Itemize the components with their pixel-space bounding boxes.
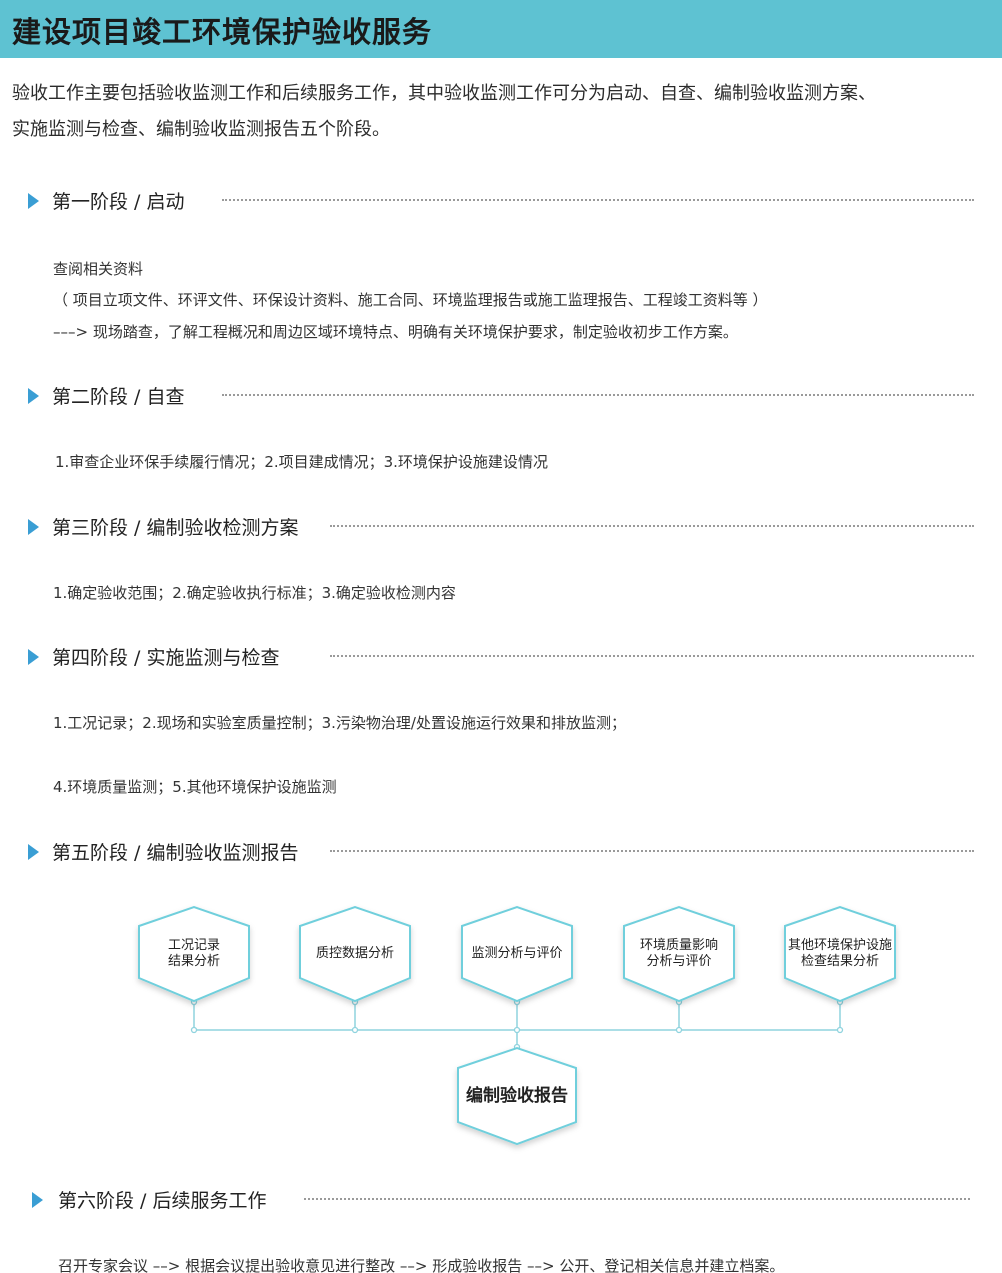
node-2-label: 质控数据分析 (315, 946, 394, 961)
stage-2-line-1: 1.审查企业环保手续履行情况；2.项目建成情况；3.环境保护设施建设情况 (55, 453, 548, 471)
stage-6-heading: 第六阶段 / 后续服务工作 (32, 1185, 970, 1215)
stage-1-line-1: 查阅相关资料 (53, 260, 144, 278)
dotted-divider (330, 525, 974, 527)
dotted-divider (330, 850, 974, 852)
node-4-label: 环境质量影响分析与评价 (639, 938, 718, 969)
stage-title: 第一阶段 / 启动 (52, 191, 185, 213)
stage-title: 第三阶段 / 编制验收检测方案 (52, 517, 299, 539)
stage-1-line-2: （ 项目立项文件、环评文件、环保设计资料、施工合同、环境监理报告或施工监理报告、… (53, 291, 768, 309)
dotted-divider (304, 1198, 970, 1200)
stage-title: 第五阶段 / 编制验收监测报告 (52, 842, 299, 864)
hexagon-node-1 (138, 905, 250, 1003)
intro-line-2: 实施监测与检查、编制验收监测报告五个阶段。 (12, 119, 390, 140)
stage-3-heading: 第三阶段 / 编制验收检测方案 (28, 512, 974, 542)
stage-4-line-1: 1.工况记录；2.现场和实验室质量控制；3.污染物治理/处置设施运行效果和排放监… (53, 714, 626, 732)
dotted-divider (222, 199, 974, 201)
triangle-arrow-icon (28, 519, 39, 535)
intro-paragraph: 验收工作主要包括验收监测工作和后续服务工作，其中验收监测工作可分为启动、自查、编… (12, 76, 1002, 148)
header-banner: 建设项目竣工环境保护验收服务 (0, 0, 1002, 58)
triangle-arrow-icon (28, 844, 39, 860)
triangle-arrow-icon (28, 388, 39, 404)
hexagon-node-3 (461, 905, 573, 1003)
node-5-label: 其他环境保护设施检查结果分析 (787, 938, 892, 969)
dotted-divider (330, 655, 974, 657)
stage-4-heading: 第四阶段 / 实施监测与检查 (28, 642, 974, 672)
final-node-label: 编制验收报告 (466, 1086, 568, 1106)
node-1-label: 工况记录结果分析 (167, 938, 220, 969)
hexagon-final-node (457, 1046, 577, 1146)
stage-2-heading: 第二阶段 / 自查 (28, 381, 974, 411)
flow-diagram-graphic (138, 905, 896, 1146)
stage-4-line-2: 4.环境质量监测；5.其他环境保护设施监测 (53, 778, 337, 796)
triangle-arrow-icon (28, 193, 39, 209)
dotted-divider (222, 394, 974, 396)
report-flow-diagram: 工况记录结果分析 质控数据分析 监测分析与评价 环境质量影响分析与评价 其他环境… (120, 895, 910, 1155)
triangle-arrow-icon (28, 649, 39, 665)
page-title: 建设项目竣工环境保护验收服务 (12, 15, 433, 49)
hexagon-node-2 (299, 905, 411, 1003)
intro-line-1: 验收工作主要包括验收监测工作和后续服务工作，其中验收监测工作可分为启动、自查、编… (12, 83, 876, 104)
stage-1-heading: 第一阶段 / 启动 (28, 186, 974, 216)
connector-lines (193, 1002, 841, 1047)
hexagon-node-4 (623, 905, 735, 1003)
stage-title: 第六阶段 / 后续服务工作 (58, 1190, 267, 1212)
stage-6-line-1: 召开专家会议 ––> 根据会议提出验收意见进行整改 ––> 形成验收报告 ––>… (58, 1257, 785, 1273)
stage-1-line-3: –––> 现场踏查，了解工程概况和周边区域环境特点、明确有关环境保护要求，制定验… (53, 323, 738, 341)
stage-title: 第四阶段 / 实施监测与检查 (52, 647, 280, 669)
stage-5-heading: 第五阶段 / 编制验收监测报告 (28, 837, 974, 867)
stage-3-line-1: 1.确定验收范围；2.确定验收执行标准；3.确定验收检测内容 (53, 584, 456, 602)
triangle-arrow-icon (32, 1192, 43, 1208)
hexagon-node-5 (784, 905, 896, 1003)
stage-title: 第二阶段 / 自查 (52, 386, 185, 408)
node-3-label: 监测分析与评价 (471, 946, 563, 961)
